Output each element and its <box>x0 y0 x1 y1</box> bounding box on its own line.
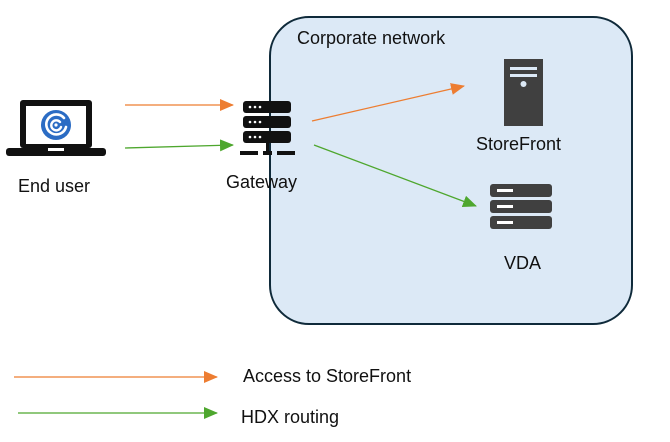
server-tower-icon <box>504 59 543 126</box>
legend-label-hdx: HDX routing <box>241 407 340 427</box>
storefront-label: StoreFront <box>476 134 562 154</box>
arrow-gateway-to-vda <box>313 144 477 208</box>
end-user-label: End user <box>18 176 91 196</box>
arrow-user-to-gateway-hdx <box>124 139 234 152</box>
corporate-network-label: Corporate network <box>297 28 446 48</box>
corporate-network-boundary <box>269 16 633 325</box>
laptop-icon <box>6 100 106 156</box>
gateway-label: Gateway <box>226 172 298 192</box>
citrix-workspace-logo-icon <box>41 110 71 140</box>
server-stack-icon <box>490 184 552 229</box>
legend-label-access: Access to StoreFront <box>243 366 412 386</box>
arrow-gateway-to-storefront <box>311 83 465 122</box>
vda-label: VDA <box>504 253 542 273</box>
server-rack-icon <box>240 101 295 155</box>
